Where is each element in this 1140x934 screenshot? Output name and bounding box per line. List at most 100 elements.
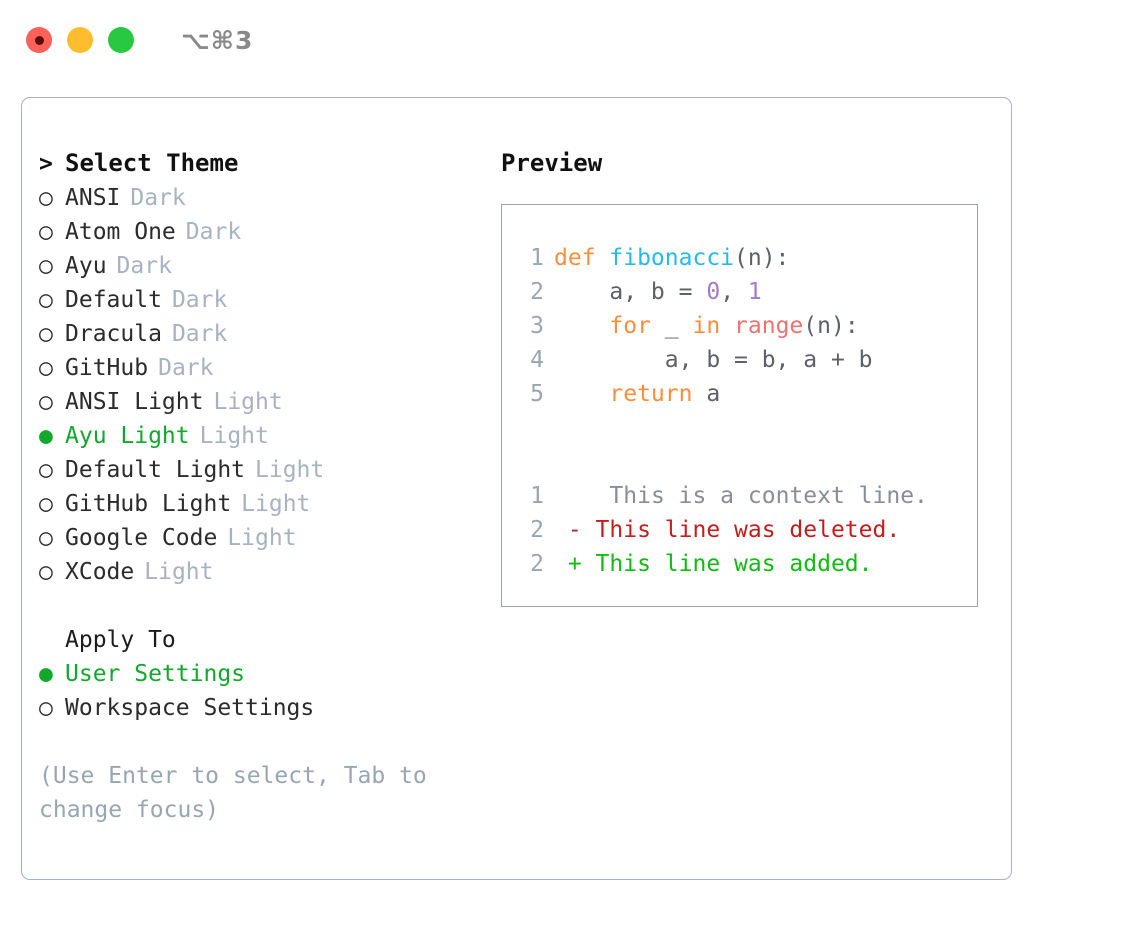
- code-token: range: [734, 313, 804, 339]
- code-token: [720, 313, 734, 339]
- theme-kind-badge: Dark: [116, 253, 172, 279]
- apply-to-item[interactable]: ○Workspace Settings: [39, 691, 499, 725]
- line-number: 4: [530, 347, 544, 373]
- radio-selected-icon: ●: [39, 423, 53, 449]
- diff-line: 2 - This line was deleted.: [502, 513, 977, 547]
- code-token: 0: [706, 279, 721, 305]
- radio-unselected-icon: ○: [39, 355, 53, 381]
- code-token: fibonacci: [609, 245, 735, 271]
- radio-unselected-icon: ○: [39, 253, 53, 279]
- radio-unselected-icon: ○: [39, 287, 53, 313]
- radio-unselected-icon: ○: [39, 185, 53, 211]
- theme-list-item[interactable]: ○ Default Light Light: [39, 453, 499, 487]
- code-line: 5 return a: [502, 377, 977, 411]
- radio-unselected-icon: ○: [39, 491, 53, 517]
- theme-name-label: XCode: [65, 559, 135, 585]
- code-token: 1: [747, 279, 762, 305]
- line-number: 1: [530, 245, 544, 271]
- keyboard-hint: (Use Enter to select, Tab to change focu…: [39, 763, 441, 823]
- theme-name-label: GitHub Light: [65, 491, 232, 517]
- keyboard-shortcut-label: ⌥⌘3: [181, 25, 254, 55]
- theme-kind-badge: Dark: [171, 321, 228, 347]
- apply-to-list: ● User Settings ○Workspace Settings: [39, 657, 499, 725]
- apply-to-label: User Settings: [65, 661, 246, 687]
- radio-unselected-icon: ○: [39, 321, 53, 347]
- radio-unselected-icon: ○: [39, 695, 53, 721]
- theme-name-label: Dracula: [65, 321, 162, 347]
- radio-selected-icon: ●: [39, 661, 53, 687]
- theme-name-label: Ayu: [65, 253, 107, 279]
- theme-kind-badge: Dark: [185, 219, 242, 245]
- theme-kind-badge: Light: [241, 491, 311, 517]
- spacer: [39, 589, 499, 623]
- theme-name-label: Ayu Light: [65, 423, 190, 449]
- theme-list-item[interactable]: ○ Ayu Dark: [39, 249, 499, 283]
- theme-kind-badge: Dark: [158, 355, 214, 381]
- radio-unselected-icon: ○: [39, 219, 53, 245]
- theme-kind-badge: Light: [199, 423, 269, 449]
- theme-list-item[interactable]: ○ Google Code Light: [39, 521, 499, 555]
- theme-name-label: Default: [65, 287, 162, 313]
- preview-title: Preview: [501, 149, 603, 177]
- theme-name-label: ANSI: [65, 185, 121, 211]
- code-spacer-2: [502, 445, 977, 479]
- theme-list-item[interactable]: ○ GitHub Light Light: [39, 487, 499, 521]
- theme-list-item[interactable]: ○ Atom One Dark: [39, 215, 499, 249]
- apply-to-header: Apply To: [65, 627, 176, 653]
- line-number: 2: [530, 551, 544, 577]
- theme-name-label: GitHub: [65, 355, 149, 381]
- radio-unselected-icon: ○: [39, 457, 53, 483]
- diff-sign: [554, 483, 582, 509]
- code-token: a, b = b, a + b: [554, 347, 873, 373]
- diff-line: 1 This is a context line.: [502, 479, 977, 513]
- diff-text: This is a context line.: [581, 483, 928, 509]
- diff-sign: +: [554, 551, 582, 577]
- code-line: 3 for _ in range(n):: [502, 309, 977, 343]
- theme-name-label: Google Code: [65, 525, 218, 551]
- title-bar: ⌥⌘3: [0, 0, 1140, 80]
- apply-to-item[interactable]: ● User Settings: [39, 657, 499, 691]
- radio-unselected-icon: ○: [39, 525, 53, 551]
- code-token: in: [692, 313, 721, 339]
- maximize-button[interactable]: [108, 27, 134, 53]
- select-theme-title: Select Theme: [65, 149, 239, 177]
- theme-list-item[interactable]: ○ ANSI Dark: [39, 181, 499, 215]
- code-line: 4 a, b = b, a + b: [502, 343, 977, 377]
- theme-kind-badge: Light: [255, 457, 325, 483]
- code-token: a, b =: [554, 279, 707, 305]
- diff-line: 2 + This line was added.: [502, 547, 977, 581]
- theme-name-label: Default Light: [65, 457, 246, 483]
- line-number: 3: [530, 313, 544, 339]
- line-number: 5: [530, 381, 544, 407]
- theme-kind-badge: Light: [227, 525, 297, 551]
- line-number: 2: [530, 517, 544, 543]
- code-token: (n):: [734, 245, 790, 271]
- line-number: 2: [530, 279, 544, 305]
- code-spacer: [502, 411, 977, 445]
- theme-list-item[interactable]: ● Ayu Light Light: [39, 419, 499, 453]
- diff-text: This line was added.: [581, 551, 873, 577]
- diff-sample: 1 This is a context line.2 - This line w…: [502, 479, 977, 581]
- line-number: 1: [530, 483, 544, 509]
- code-token: def: [554, 245, 610, 271]
- theme-list-item[interactable]: ○ Dracula Dark: [39, 317, 499, 351]
- caret-icon: >: [39, 151, 53, 177]
- theme-list-item[interactable]: ○ GitHub Dark: [39, 351, 499, 385]
- radio-unselected-icon: ○: [39, 559, 53, 585]
- minimize-button[interactable]: [67, 27, 93, 53]
- theme-name-label: Atom One: [65, 219, 176, 245]
- theme-kind-badge: Light: [213, 389, 283, 415]
- code-token: [554, 313, 609, 339]
- close-button[interactable]: [26, 27, 52, 53]
- theme-kind-badge: Dark: [130, 185, 186, 211]
